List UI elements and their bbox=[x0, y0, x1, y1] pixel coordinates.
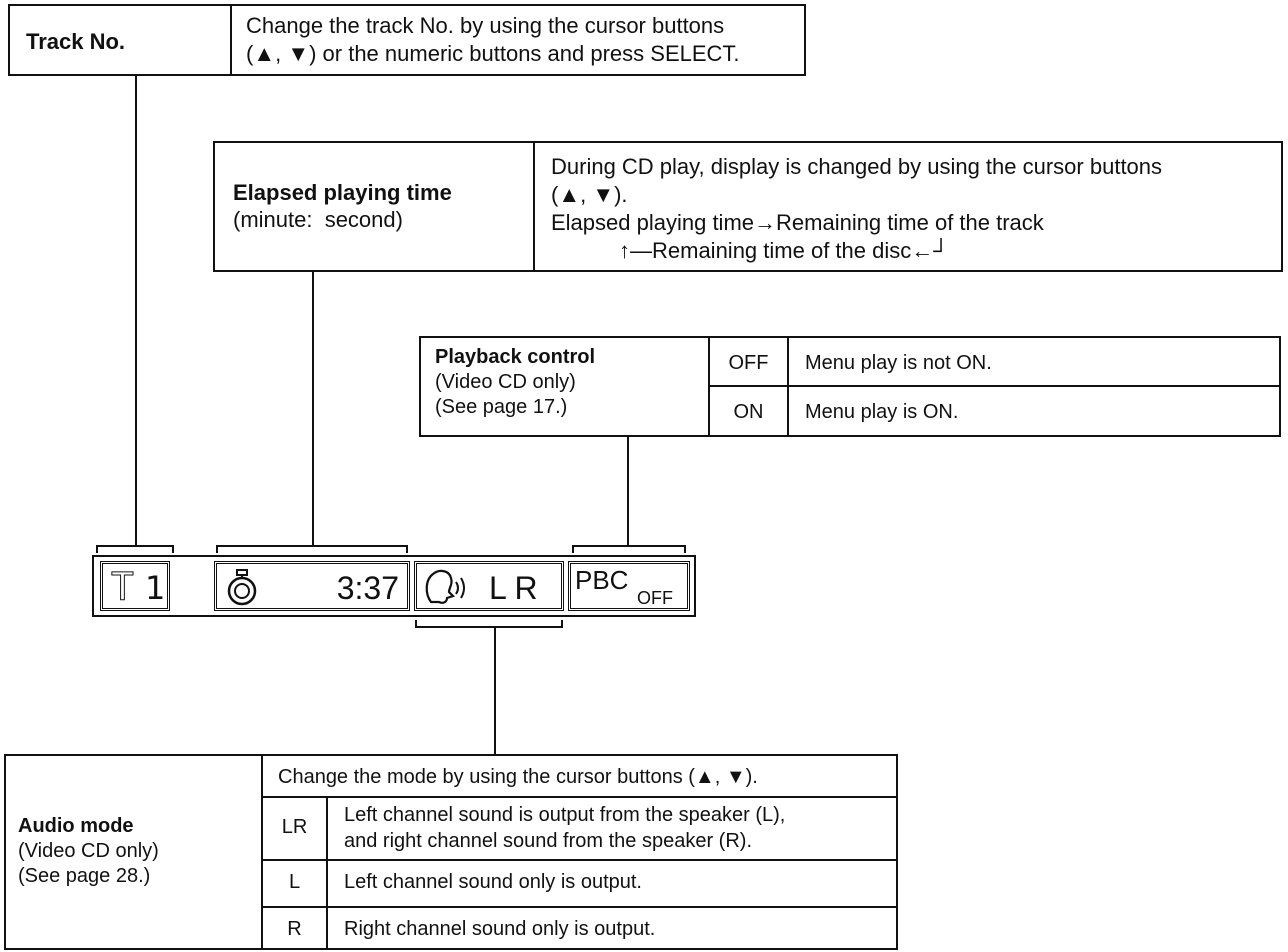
audio-row-line1: Left channel sound is output from the sp… bbox=[344, 804, 786, 826]
audio-row-key: L bbox=[288, 871, 301, 893]
elapsed-desc-line3: Elapsed playing time→Remaining time of t… bbox=[551, 210, 1044, 235]
pbc-row-text: Menu play is ON. bbox=[805, 401, 959, 423]
bracket-audio bbox=[415, 620, 563, 628]
audio-row-line2: and right channel sound from the speaker… bbox=[344, 830, 752, 852]
head-sound-icon bbox=[425, 569, 465, 604]
pbc-row-key: OFF bbox=[728, 352, 769, 374]
osd-bar: T 1 3:37 L R PBC OFF bbox=[92, 555, 696, 617]
osd-time-value: 3:37 bbox=[336, 570, 399, 606]
pbc-sub1: (Video CD only) bbox=[435, 371, 576, 393]
pbc-label: Playback control bbox=[435, 346, 596, 368]
elapsed-sublabel: (minute: second) bbox=[233, 207, 403, 232]
pbc-row-key: ON bbox=[733, 401, 764, 423]
audio-divider-1 bbox=[261, 756, 263, 948]
track-no-desc-line2: (▲, ▼) or the numeric buttons and press … bbox=[246, 41, 740, 66]
track-no-label: Track No. bbox=[26, 29, 126, 54]
bracket-elapsed bbox=[216, 545, 408, 553]
pbc-row-divider bbox=[708, 385, 1279, 387]
bracket-track bbox=[96, 545, 174, 553]
osd-pbc-label: PBC bbox=[575, 565, 629, 595]
audio-row-divider bbox=[261, 906, 896, 908]
elapsed-desc-line2: (▲, ▼). bbox=[551, 182, 628, 207]
audio-sub1: (Video CD only) bbox=[18, 840, 159, 862]
audio-divider-2 bbox=[326, 798, 328, 948]
osd-audio-value: L R bbox=[489, 570, 538, 606]
audio-row-divider bbox=[261, 859, 896, 861]
elapsed-desc-line4: ↑—Remaining time of the disc←┘ bbox=[619, 238, 949, 263]
osd-pbc-sub: OFF bbox=[637, 588, 673, 608]
bracket-pbc bbox=[572, 545, 686, 553]
pbc-sub2: (See page 17.) bbox=[435, 396, 568, 418]
track-icon: T bbox=[111, 565, 135, 609]
pbc-box: Playback control (Video CD only) (See pa… bbox=[419, 336, 1281, 437]
elapsed-label: Elapsed playing time bbox=[233, 180, 452, 205]
osd-audio: L R bbox=[414, 561, 564, 611]
track-no-box: Track No. Change the track No. by using … bbox=[8, 4, 806, 76]
audio-row-line1: Left channel sound only is output. bbox=[344, 871, 642, 893]
connector-audio bbox=[494, 628, 496, 754]
osd-time: 3:37 bbox=[214, 561, 410, 611]
connector-elapsed bbox=[312, 272, 314, 546]
osd-track: T 1 bbox=[100, 561, 170, 611]
stopwatch-icon bbox=[227, 569, 257, 606]
audio-row-key: LR bbox=[281, 816, 308, 838]
audio-row-key: R bbox=[287, 918, 302, 940]
track-no-desc-line1: Change the track No. by using the cursor… bbox=[246, 13, 725, 38]
audio-mode-box: Audio mode (Video CD only) (See page 28.… bbox=[4, 754, 898, 950]
osd-track-number: 1 bbox=[145, 569, 166, 607]
elapsed-desc-line1: During CD play, display is changed by us… bbox=[551, 154, 1163, 179]
elapsed-time-box: Elapsed playing time (minute: second) Du… bbox=[213, 141, 1283, 272]
osd-pbc: PBC OFF bbox=[568, 561, 690, 611]
connector-track bbox=[135, 76, 137, 546]
audio-sub2: (See page 28.) bbox=[18, 865, 151, 887]
track-no-divider bbox=[230, 6, 232, 74]
audio-header-divider bbox=[261, 796, 896, 798]
connector-pbc bbox=[627, 437, 629, 546]
elapsed-divider bbox=[533, 143, 535, 270]
audio-label: Audio mode bbox=[18, 815, 134, 837]
audio-header: Change the mode by using the cursor butt… bbox=[278, 766, 758, 788]
pbc-row-text: Menu play is not ON. bbox=[805, 352, 992, 374]
audio-row-line1: Right channel sound only is output. bbox=[344, 918, 656, 940]
